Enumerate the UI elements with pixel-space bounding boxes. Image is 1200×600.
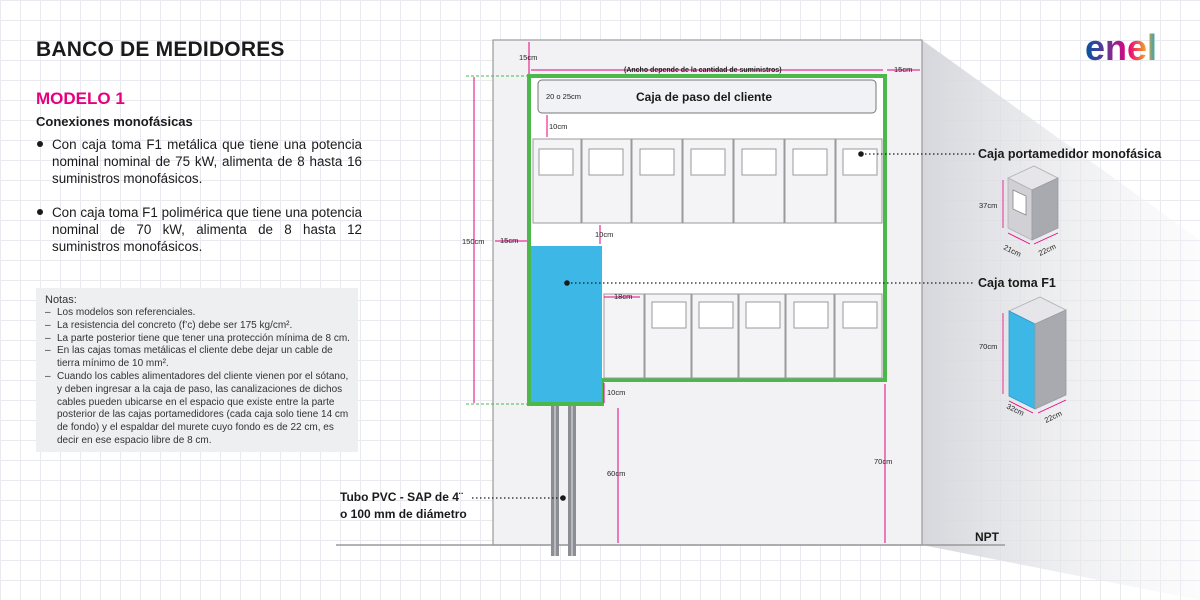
iso-meter-dim-depth	[1033, 232, 1059, 245]
spec-item: Con caja toma F1 metálica que tiene una …	[36, 136, 362, 187]
note-item: Cuando los cables alimentadores del clie…	[45, 371, 350, 448]
dim-width-note: (Ancho depende de la cantidad de suminis…	[624, 67, 782, 74]
dim-f1-gap: 10cm	[595, 230, 613, 239]
iso-meter-height: 37cm	[979, 201, 997, 210]
dim-pass-height: 20 o 25cm	[546, 92, 581, 101]
notes-panel: Notas: Los modelos son referenciales. La…	[36, 288, 358, 452]
note-item: La parte posterior tiene que tener una p…	[45, 333, 350, 346]
note-item: En las cajas tomas metálicas el cliente …	[45, 345, 350, 371]
dim-f1-side-gap: 18cm	[614, 292, 632, 301]
enel-logo: enel	[1085, 32, 1157, 66]
dim-floor-left: 60cm	[607, 469, 625, 478]
iso-f1-dim-depth	[1037, 399, 1067, 414]
dimension-guides	[466, 75, 528, 405]
pvc-pipes	[551, 406, 576, 556]
note-item: La resistencia del concreto (f’c) debe s…	[45, 320, 350, 333]
iso-meter-dim-width	[1007, 232, 1031, 245]
floor-label: NPT	[975, 530, 1000, 544]
svg-text:enel: enel	[1085, 32, 1157, 66]
iso-f1-box	[1008, 296, 1067, 410]
dim-total-height: 150cm	[462, 237, 485, 246]
leader-dot	[560, 495, 566, 501]
meter-windows-lower	[651, 301, 878, 329]
meter-windows-upper	[538, 148, 878, 176]
iso-f1-dim-width	[1008, 400, 1034, 414]
leader-lines	[472, 153, 975, 499]
subtitle: Conexiones monofásicas	[36, 114, 193, 129]
dim-pass-gap: 10cm	[549, 122, 567, 131]
leader-dot	[564, 280, 570, 286]
page-title: BANCO DE MEDIDORES	[36, 38, 285, 61]
note-item: Los modelos son referenciales.	[45, 307, 350, 320]
meter-box-label: Caja portamedidor monofásica	[978, 147, 1162, 161]
dim-top-margin: 15cm	[519, 53, 537, 62]
dim-right-margin: 15cm	[894, 65, 912, 74]
spec-item: Con caja toma F1 polimérica que tiene un…	[36, 204, 362, 255]
model-heading: MODELO 1	[36, 89, 125, 108]
spec-list: Con caja toma F1 metálica que tiene una …	[36, 136, 362, 272]
pass-box	[537, 79, 877, 114]
pipe-label-line2: o 100 mm de diámetro	[340, 507, 467, 521]
dim-floor-right: 70cm	[874, 457, 892, 466]
notes-list: Los modelos son referenciales. La resist…	[45, 307, 350, 448]
leader-dot	[858, 151, 864, 157]
f1-box-label: Caja toma F1	[978, 276, 1056, 290]
dimension-lines	[473, 42, 920, 543]
pipe-label-line1: Tubo PVC - SAP de 4¨	[340, 490, 463, 504]
dim-left-margin: 15cm	[500, 236, 518, 245]
pass-box-label: Caja de paso del cliente	[636, 90, 772, 104]
iso-meter-box	[1007, 165, 1059, 241]
f1-box	[531, 246, 602, 402]
dim-f1-bottom: 10cm	[607, 388, 625, 397]
iso-f1-height: 70cm	[979, 342, 997, 351]
meter-row-lower	[603, 293, 883, 379]
notes-title: Notas:	[45, 294, 77, 306]
